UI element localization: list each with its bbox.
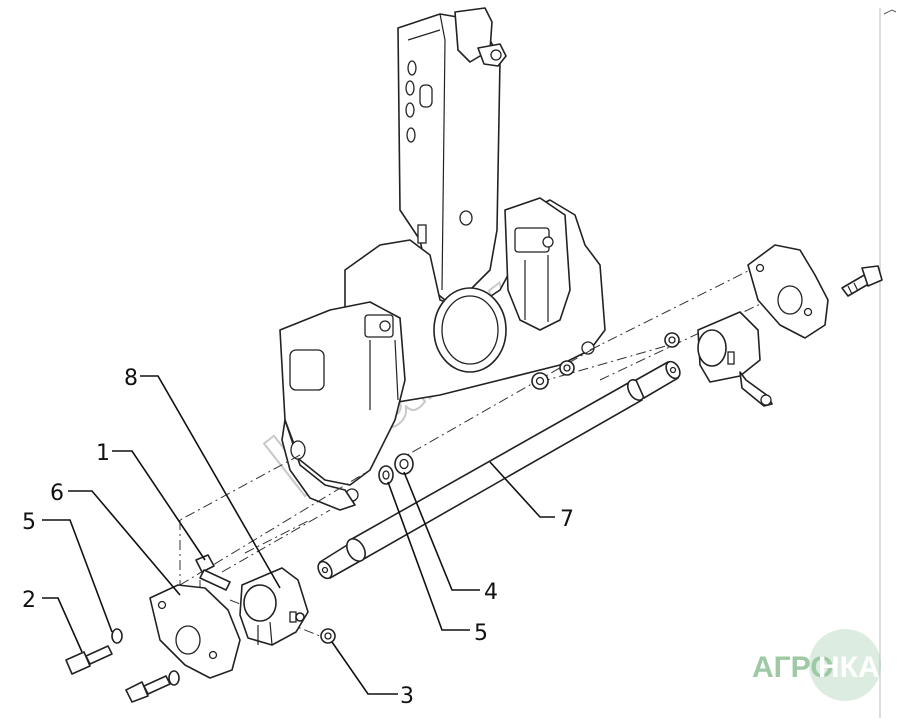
callout-2: 2 — [22, 588, 36, 613]
leader-lines — [42, 375, 555, 695]
callout-3: 3 — [400, 684, 414, 709]
right-bolt — [841, 265, 883, 297]
callout-5-left: 5 — [22, 510, 36, 535]
callout-8: 8 — [124, 366, 138, 391]
right-clamp — [697, 311, 773, 407]
right-flange — [747, 244, 829, 339]
callout-4: 4 — [484, 580, 498, 605]
callout-7: 7 — [560, 507, 574, 532]
left-flange — [149, 584, 241, 679]
right-nuts — [531, 332, 680, 390]
agronka-logo: АГРО НКА — [752, 629, 881, 701]
callout-5-right: 5 — [474, 621, 488, 646]
left-bolt-top — [195, 554, 231, 591]
frame-marks — [879, 8, 897, 718]
left-bolt-middle — [65, 628, 123, 675]
callout-numbers: 8 1 6 5 2 3 5 4 7 — [22, 366, 574, 709]
left-nut — [320, 628, 336, 644]
callout-1: 1 — [96, 441, 110, 466]
logo-text-left: АГРО — [752, 651, 834, 684]
left-clamp — [239, 567, 309, 646]
hitch-bracket — [279, 7, 606, 511]
callout-6: 6 — [50, 481, 64, 506]
left-bolt-bottom — [125, 670, 180, 703]
shaft — [317, 360, 681, 580]
logo-text-right: НКА — [818, 651, 880, 684]
